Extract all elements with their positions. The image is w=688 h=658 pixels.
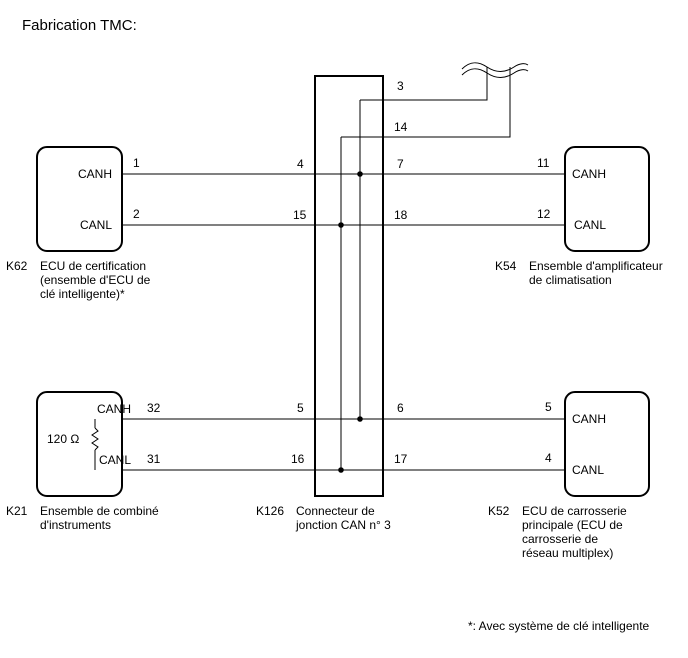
k21-name-line-1: Ensemble de combiné xyxy=(40,504,159,518)
k52-name-line-4: réseau multiplex) xyxy=(522,546,613,560)
splice-dot-canl-lower xyxy=(338,467,344,473)
junction-pin-5: 5 xyxy=(297,401,304,415)
k21-resistor-label: 120 Ω xyxy=(47,432,79,446)
k62-canl-label: CANL xyxy=(80,218,112,232)
splice-dot-canh-lower xyxy=(357,416,363,422)
k52-canl-pin: 4 xyxy=(545,451,552,465)
k21-canl-label: CANL xyxy=(99,453,131,467)
junction-code: K126 xyxy=(256,504,284,518)
diagram-title: Fabrication TMC: xyxy=(22,17,137,34)
footnote: *: Avec système de clé intelligente xyxy=(468,619,650,633)
k54-component-box xyxy=(564,146,650,252)
splice-dot-canh-upper xyxy=(357,171,363,177)
k62-canh-pin: 1 xyxy=(133,156,140,170)
k62-code: K62 xyxy=(6,259,28,273)
junction-pin-3: 3 xyxy=(397,79,404,93)
canh-continuation-wire xyxy=(360,67,488,101)
splice-dot-canl-upper xyxy=(338,222,344,228)
k52-name-line-2: principale (ECU de xyxy=(522,518,623,532)
k52-code: K52 xyxy=(488,504,510,518)
wire-break-symbol xyxy=(461,62,529,72)
k62-name-line-1: ECU de certification xyxy=(40,259,146,273)
k54-code: K54 xyxy=(495,259,517,273)
k62-name-line-3: clé intelligente)* xyxy=(40,287,125,301)
k21-canh-pin: 32 xyxy=(147,401,161,415)
k62-canh-label: CANH xyxy=(78,167,112,181)
resistor-icon xyxy=(91,427,99,451)
junction-pin-7: 7 xyxy=(397,157,404,171)
wire-break-symbol-2 xyxy=(461,68,529,78)
junction-pin-17: 17 xyxy=(394,452,408,466)
junction-pin-6: 6 xyxy=(397,401,404,415)
k52-canh-label: CANH xyxy=(572,412,606,426)
k52-name-line-3: carrosserie de xyxy=(522,532,598,546)
k62-component-box xyxy=(36,146,123,252)
k52-component-box xyxy=(564,391,650,497)
k54-canh-label: CANH xyxy=(572,167,606,181)
k52-name-line-1: ECU de carrosserie xyxy=(522,504,627,518)
junction-pin-15: 15 xyxy=(293,208,307,222)
junction-pin-14: 14 xyxy=(394,120,408,134)
k54-name-line-2: de climatisation xyxy=(529,273,612,287)
k21-name-line-2: d'instruments xyxy=(40,518,111,532)
junction-connector-box xyxy=(314,75,384,497)
k54-name-line-1: Ensemble d'amplificateur xyxy=(529,259,663,273)
k21-canh-label: CANH xyxy=(97,402,131,416)
k21-component-box xyxy=(36,391,123,497)
k62-canl-pin: 2 xyxy=(133,207,140,221)
junction-pin-18: 18 xyxy=(394,208,408,222)
k62-name-line-2: (ensemble d'ECU de xyxy=(40,273,151,287)
canl-continuation-wire xyxy=(341,67,511,138)
k52-canh-pin: 5 xyxy=(545,400,552,414)
k21-canl-pin: 31 xyxy=(147,452,161,466)
k21-code: K21 xyxy=(6,504,28,518)
junction-pin-4: 4 xyxy=(297,157,304,171)
k52-canl-label: CANL xyxy=(572,463,604,477)
k54-canl-pin: 12 xyxy=(537,207,551,221)
k54-canl-label: CANL xyxy=(574,218,606,232)
junction-name-line-2: jonction CAN n° 3 xyxy=(295,518,391,532)
junction-name-line-1: Connecteur de xyxy=(296,504,375,518)
k54-canh-pin: 11 xyxy=(537,156,550,170)
junction-pin-16: 16 xyxy=(291,452,305,466)
